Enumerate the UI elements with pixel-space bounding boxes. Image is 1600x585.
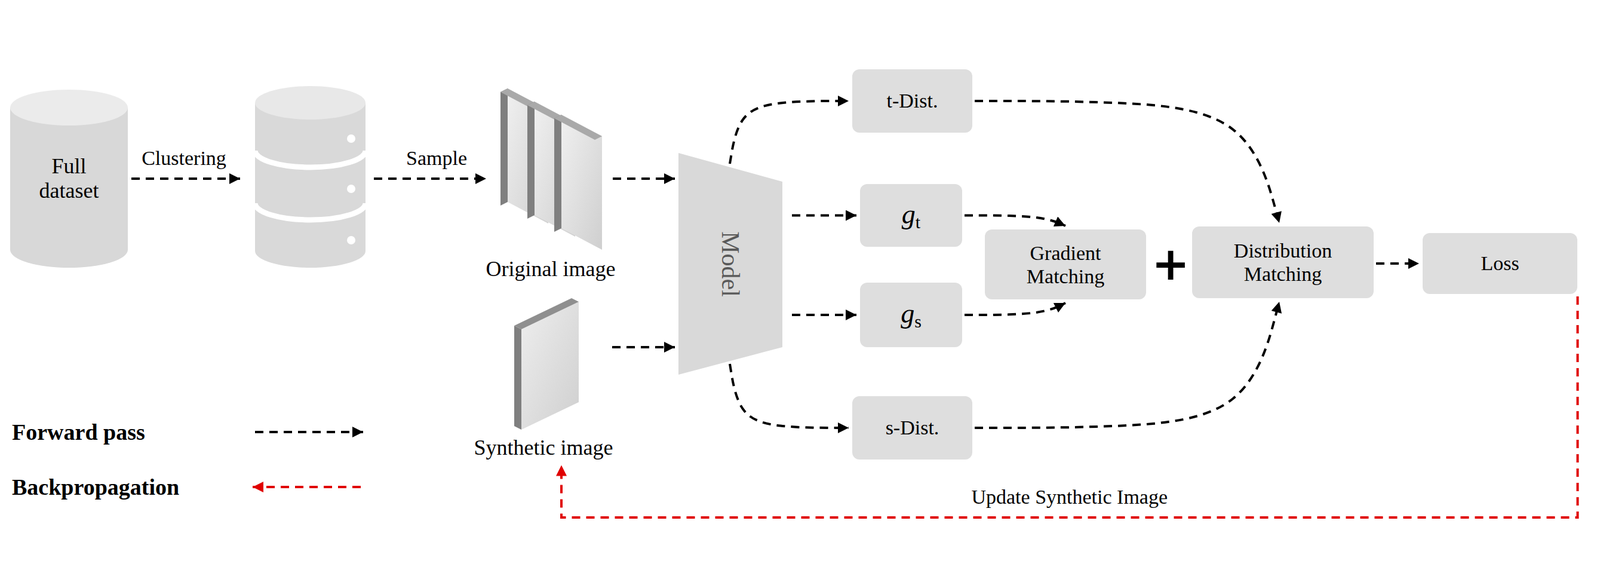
legend-backprop-sample	[252, 485, 361, 488]
forward-connector	[729, 363, 849, 428]
synthetic-image: Synthetic image	[504, 298, 583, 430]
text-holder: s-Dist.	[885, 415, 940, 439]
image-stack: Original image	[496, 86, 605, 251]
clustering-arrow	[131, 177, 241, 180]
node-text: Model	[716, 231, 745, 297]
plus-sign: +	[1151, 237, 1190, 291]
forward-connector	[964, 215, 1066, 227]
model-trapezoid: Model	[678, 152, 783, 375]
forward-connector	[974, 100, 1280, 223]
arrow-label: Clustering	[141, 146, 227, 170]
legend-text: Forward pass	[11, 418, 146, 445]
text-holder: Loss	[1480, 251, 1519, 275]
database-icon	[255, 86, 366, 268]
text-holder: Distribution Matching	[1233, 238, 1332, 286]
node-shape	[496, 86, 605, 251]
text-holder: gt	[901, 198, 921, 233]
symbol: g	[901, 198, 916, 229]
node-text: Distribution Matching	[1233, 238, 1332, 286]
legend-text: Backpropagation	[11, 473, 180, 500]
forward-connector	[729, 100, 849, 164]
connector-label: Update Synthetic Image	[967, 485, 1172, 509]
node-text: Full dataset	[39, 154, 100, 204]
text-holder: gs	[900, 298, 922, 333]
text-holder: Full dataset	[39, 154, 100, 204]
process-box: t-Dist.	[852, 69, 973, 133]
node-text: Loss	[1480, 251, 1519, 275]
arrow-label: Sample	[406, 146, 468, 170]
gradient-box: gt	[860, 183, 963, 247]
process-box: Loss	[1422, 232, 1578, 294]
subscript: t	[915, 211, 921, 232]
image-caption: Synthetic image	[474, 435, 614, 460]
node-text: t-Dist.	[886, 88, 939, 113]
forward-connector	[1376, 262, 1420, 265]
process-box: Distribution Matching	[1192, 226, 1374, 299]
forward-connector	[974, 301, 1280, 428]
node-text: Gradient Matching	[1026, 240, 1105, 288]
forward-connector	[612, 177, 675, 180]
node-shape	[504, 298, 583, 430]
dataset-cylinder: Full dataset	[10, 89, 128, 268]
process-box: Gradient Matching	[984, 229, 1147, 300]
legend-forward-sample	[255, 430, 364, 433]
forward-connector	[612, 345, 675, 349]
text-holder: Gradient Matching	[1026, 240, 1105, 288]
image-caption: Original image	[486, 256, 616, 282]
subscript: s	[914, 311, 922, 331]
text-holder: Model	[716, 231, 745, 297]
forward-connector	[791, 313, 857, 316]
gradient-box: gs	[860, 282, 963, 347]
forward-connector	[964, 302, 1066, 315]
sample-arrow	[373, 177, 487, 180]
process-box: s-Dist.	[852, 395, 973, 460]
node-text: s-Dist.	[885, 415, 940, 439]
text-holder: t-Dist.	[886, 88, 939, 113]
forward-connector	[791, 214, 857, 217]
symbol: g	[900, 298, 915, 329]
